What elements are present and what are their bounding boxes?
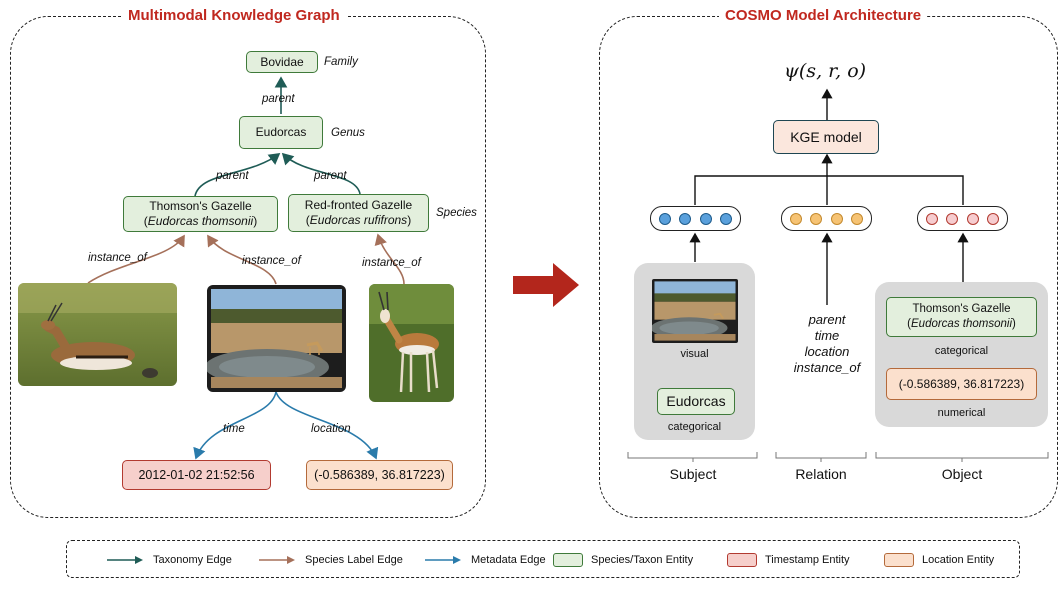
subject-embedding-dot [719, 212, 732, 225]
gazelle-lying-image [18, 283, 177, 386]
subject-label: Subject [669, 466, 717, 482]
relation-item: location [804, 344, 850, 359]
object-entity-line2: Eudorcas thomsonii [911, 318, 1012, 330]
relation-label: Relation [795, 466, 847, 482]
timestamp-entity-swatch [727, 553, 757, 567]
kge-model-box: KGE model [773, 120, 879, 154]
object-categorical-caption: categorical [934, 345, 989, 357]
edge-label-parent-right: parent [314, 170, 347, 182]
node-thomsons-line2: Eudorcas thomsonii [147, 214, 254, 228]
metadata-arrow-icon [425, 556, 461, 564]
subject-visual-image [652, 279, 738, 343]
subject-categorical-caption: categorical [667, 421, 722, 433]
waterhole-camera-trap-image [207, 285, 346, 392]
object-embedding-dot [986, 212, 999, 225]
legend-timestamp-entity: Timestamp Entity [727, 541, 850, 579]
object-numeric-label: (-0.586389, 36.817223) [898, 376, 1025, 391]
species-label-arrow-icon [259, 556, 295, 564]
edge-label-location: location [311, 423, 351, 435]
subject-embedding [650, 206, 741, 231]
level-species-label: Species [436, 207, 477, 219]
taxonomy-arrow-icon [107, 556, 143, 564]
object-numerical-caption: numerical [937, 407, 986, 419]
legend-species-entity: Species/Taxon Entity [553, 541, 693, 579]
legend-metadata-edge: Metadata Edge [423, 541, 546, 579]
location-entity-swatch [884, 553, 914, 567]
subject-entity-label: Eudorcas [666, 393, 726, 409]
edge-label-instance-of-3: instance_of [362, 257, 421, 269]
node-eudorcas-label: Eudorcas [255, 125, 307, 139]
edge-redfronted-genus [281, 152, 361, 195]
knowledge-graph-title: Multimodal Knowledge Graph [122, 7, 346, 24]
edge-label-parent-left: parent [216, 170, 249, 182]
edge-img-time [193, 391, 277, 460]
edge-label-parent-top: parent [262, 93, 295, 105]
node-redfronted-line2: Eudorcas rufifrons [309, 213, 408, 227]
node-bovidae-label: Bovidae [260, 54, 304, 69]
legend-location-entity-label: Location Entity [922, 554, 995, 566]
node-bovidae: Bovidae [246, 51, 318, 73]
legend-species-entity-label: Species/Taxon Entity [591, 554, 694, 566]
legend: Taxonomy Edge Species Label Edge Metadat… [66, 540, 1020, 578]
subject-embedding-dot [679, 212, 692, 225]
object-numeric-box: (-0.586389, 36.817223) [886, 368, 1037, 400]
node-location-label: (-0.586389, 36.817223) [314, 467, 445, 482]
node-timestamp-label: 2012-01-02 21:52:56 [138, 467, 255, 482]
edge-label-instance-of-2: instance_of [242, 255, 301, 267]
object-embedding-dot [946, 212, 959, 225]
edge-label-time: time [223, 423, 245, 435]
relation-embedding-dot [790, 212, 803, 225]
legend-metadata-label: Metadata Edge [471, 554, 546, 566]
relation-embedding-dot [850, 212, 863, 225]
edge-img-location [275, 391, 379, 460]
relation-item: time [814, 328, 840, 343]
legend-location-entity: Location Entity [884, 541, 994, 579]
node-location: (-0.586389, 36.817223) [306, 460, 453, 490]
relation-embedding [781, 206, 872, 231]
legend-taxonomy-edge: Taxonomy Edge [105, 541, 232, 579]
object-label: Object [941, 466, 983, 482]
legend-species-label-label: Species Label Edge [305, 554, 403, 566]
edge-img2-species [207, 234, 277, 285]
legend-timestamp-entity-label: Timestamp Entity [765, 554, 850, 566]
edge-img3-species [374, 233, 405, 285]
subject-visual-caption: visual [680, 348, 709, 360]
node-thomsons-line1: Thomson's Gazelle [149, 199, 252, 213]
model-architecture-title: COSMO Model Architecture [719, 7, 928, 24]
node-eudorcas: Eudorcas [239, 116, 323, 149]
legend-species-label-edge: Species Label Edge [257, 541, 403, 579]
species-entity-swatch [553, 553, 583, 567]
relation-item: instance_of [793, 360, 861, 375]
edge-img1-species [87, 234, 185, 284]
node-thomsons-gazelle: Thomson's Gazelle (Eudorcas thomsonii) [123, 196, 278, 232]
level-genus-label: Genus [331, 127, 365, 139]
edge-thomsons-genus [194, 153, 281, 197]
node-red-fronted-gazelle: Red-fronted Gazelle (Eudorcas rufifrons) [288, 194, 429, 232]
object-embedding [917, 206, 1008, 231]
object-entity-line1: Thomson's Gazelle [912, 303, 1011, 315]
subject-embedding-dot [659, 212, 672, 225]
node-redfronted-line1: Red-fronted Gazelle [304, 198, 413, 212]
score-function: ψ(s, r, o) [784, 60, 867, 82]
node-timestamp: 2012-01-02 21:52:56 [122, 460, 271, 490]
kge-model-label: KGE model [790, 128, 862, 145]
relation-embedding-dot [810, 212, 823, 225]
gazelle-standing-image [369, 284, 454, 402]
level-family-label: Family [324, 56, 358, 68]
legend-taxonomy-label: Taxonomy Edge [153, 554, 232, 566]
object-entity-box: Thomson's Gazelle (Eudorcas thomsonii) [886, 297, 1037, 337]
object-embedding-dot [966, 212, 979, 225]
relation-item: parent [808, 312, 846, 327]
object-embedding-dot [926, 212, 939, 225]
edge-label-instance-of-1: instance_of [88, 252, 147, 264]
relation-embedding-dot [830, 212, 843, 225]
subject-embedding-dot [699, 212, 712, 225]
relation-list: parent time location instance_of [776, 312, 878, 376]
subject-entity-box: Eudorcas [657, 388, 735, 415]
transform-arrow [513, 263, 579, 307]
